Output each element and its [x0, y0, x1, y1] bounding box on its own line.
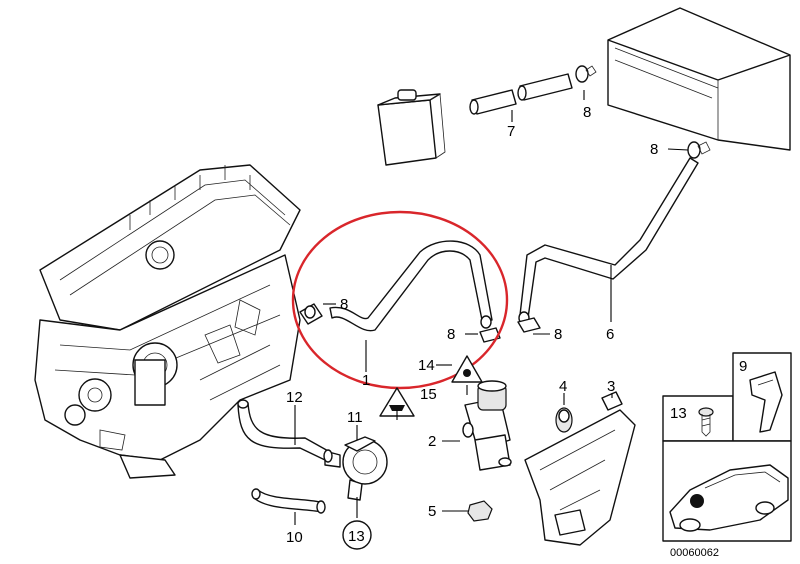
callout-15: 15 [420, 386, 437, 403]
callout-8-heater: 8 [650, 141, 658, 158]
auxiliary-water-pump-part-11 [324, 436, 388, 501]
callout-6: 6 [606, 326, 614, 343]
heater-return-hose-part-6 [518, 157, 699, 325]
clip-part-9 [749, 371, 783, 433]
highlight-circle [291, 210, 509, 390]
warning-label-part-14 [451, 355, 483, 383]
nut-part-5 [467, 500, 493, 522]
callout-13-inset: 13 [670, 405, 687, 422]
callout-13: 13 [348, 528, 365, 545]
callout-7: 7 [507, 123, 515, 140]
hose-part-10 [251, 488, 326, 514]
expansion-tank [377, 89, 446, 166]
callout-1: 1 [362, 372, 370, 389]
screw-part-13 [698, 407, 714, 437]
hose-part-7 [469, 73, 573, 115]
callout-4: 4 [559, 378, 567, 395]
water-valve-part-2 [462, 380, 512, 471]
callout-10: 10 [286, 529, 303, 546]
callout-3: 3 [607, 378, 615, 395]
heater-core [607, 7, 791, 151]
car-location-icon [669, 464, 789, 532]
callout-9: 9 [739, 358, 747, 375]
callout-8-top: 8 [583, 104, 591, 121]
diagram-number: 00060062 [670, 547, 719, 559]
callout-12: 12 [286, 389, 303, 406]
callout-5: 5 [428, 503, 436, 520]
callout-13-circle [342, 520, 372, 550]
callout-8-right: 8 [554, 326, 562, 343]
hose-clamp-part-6 [517, 317, 541, 333]
leader-lines [294, 90, 689, 525]
coolant-hose-part-1 [329, 240, 493, 332]
hose-part-12 [237, 399, 333, 463]
hose-clamp-top [575, 65, 597, 83]
hose-clamp-heater [687, 141, 711, 159]
grommet-part-4 [555, 407, 573, 433]
callout-11: 11 [347, 409, 363, 426]
callout-labels: 8 7 8 8 1 8 8 6 14 15 2 4 3 5 12 11 10 1… [286, 104, 747, 559]
callout-8-middle: 8 [447, 326, 455, 343]
hose-clamp-part-1-left [299, 303, 323, 325]
callout-2: 2 [428, 433, 436, 450]
callout-14: 14 [418, 357, 435, 374]
callout-8-left: 8 [340, 296, 348, 313]
engine-block [34, 164, 301, 479]
valve-bracket-part-3 [524, 391, 636, 546]
